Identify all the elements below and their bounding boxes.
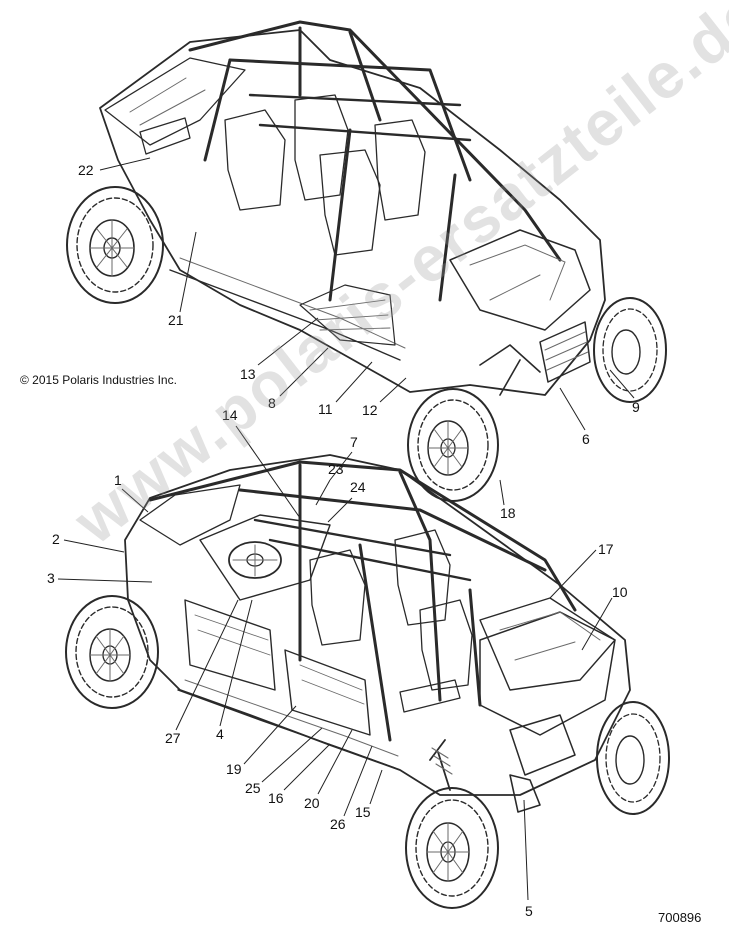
callout-leader-18 [499,479,505,506]
callout-label-16: 16 [268,790,284,806]
callout-leader-16 [283,743,331,791]
callout-label-13: 13 [240,366,256,382]
callout-label-3: 3 [47,570,55,586]
callout-leader-15 [369,769,383,805]
callout-leader-1 [121,488,149,513]
callout-leader-10 [581,597,613,651]
callout-label-21: 21 [168,312,184,328]
callout-leader-3 [57,578,153,583]
callout-leader-9 [609,369,635,399]
callout-label-5: 5 [525,903,533,919]
callout-leader-6 [559,387,586,431]
callout-leader-19 [243,705,297,765]
callout-label-17: 17 [598,541,614,557]
callout-label-20: 20 [304,795,320,811]
callout-leader-26 [343,745,373,817]
callout-label-18: 18 [500,505,516,521]
callout-leader-17 [549,549,597,599]
callout-leader-13 [257,317,319,366]
callout-label-2: 2 [52,531,60,547]
callout-label-23: 23 [328,461,344,477]
callout-leader-8 [279,347,329,397]
callout-leader-2 [63,539,125,553]
callout-leader-14 [235,425,301,519]
callout-label-19: 19 [226,761,242,777]
callout-leader-5 [523,799,529,901]
callout-leader-7 [329,451,353,481]
lower-front-right-wheel [596,701,670,815]
callout-label-15: 15 [355,804,371,820]
callout-label-27: 27 [165,730,181,746]
callout-label-26: 26 [330,816,346,832]
lower-front-left-wheel [405,787,499,909]
upper-rear-wheel [66,186,164,304]
callout-leader-24 [327,497,353,523]
lower-vehicle-illustration [65,454,670,909]
copyright-notice: © 2015 Polaris Industries Inc. [20,373,177,387]
callout-label-22: 22 [78,162,94,178]
callout-label-1: 1 [114,472,122,488]
upper-front-left-wheel [407,388,499,502]
callout-label-25: 25 [245,780,261,796]
callout-label-24: 24 [350,479,366,495]
figure-number: 700896 [658,910,702,925]
upper-front-right-wheel [593,297,667,403]
callout-label-11: 11 [318,401,333,417]
callout-label-7: 7 [350,434,358,450]
callout-label-14: 14 [222,407,238,423]
callout-label-12: 12 [362,402,378,418]
callout-leader-27 [175,599,239,731]
callout-leader-21 [179,231,197,313]
callout-leader-20 [317,729,353,795]
callout-leader-11 [335,361,373,403]
callout-leader-23 [315,479,331,506]
callout-label-9: 9 [632,399,640,415]
callout-label-6: 6 [582,431,590,447]
callout-leader-12 [379,377,407,403]
callout-label-10: 10 [612,584,628,600]
callout-label-4: 4 [216,726,224,742]
callout-label-8: 8 [268,395,276,411]
callout-leader-22 [99,157,151,171]
callout-leader-4 [219,599,253,727]
lower-rear-wheel [65,595,159,709]
callout-leader-25 [261,727,323,783]
upper-vehicle-illustration [66,20,667,502]
